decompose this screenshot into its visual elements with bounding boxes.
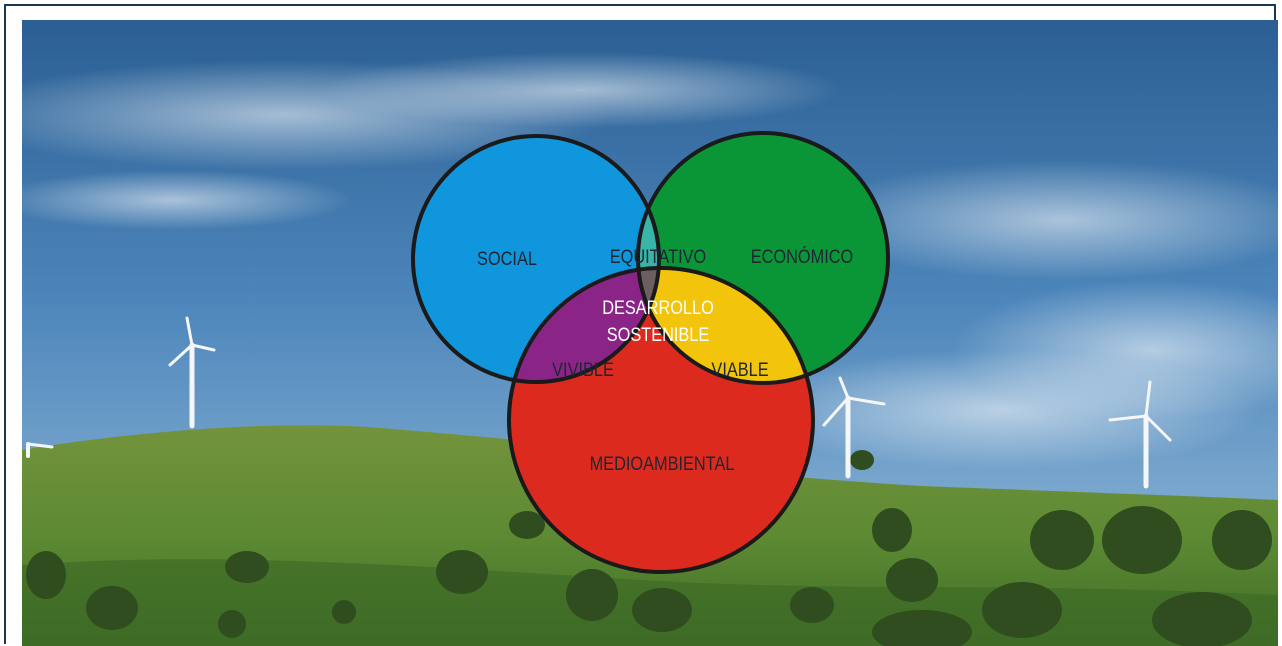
venn-outlines bbox=[411, 131, 890, 574]
wind-turbines bbox=[26, 316, 1172, 489]
label-economico: ECONÓMICO bbox=[751, 245, 853, 268]
clouds bbox=[22, 52, 1278, 470]
landscape-background: SOCIAL EQUITATIVO ECONÓMICO DESARROLLO S… bbox=[22, 20, 1278, 646]
label-equitativo: EQUITATIVO bbox=[610, 246, 706, 267]
wind-turbine bbox=[26, 442, 54, 458]
label-viable: VIABLE bbox=[711, 359, 768, 380]
wind-turbine bbox=[168, 316, 216, 429]
viable-region bbox=[638, 268, 813, 383]
wind-turbine bbox=[822, 376, 886, 479]
label-sostenible: SOSTENIBLE bbox=[607, 324, 710, 345]
wind-turbine bbox=[1108, 380, 1172, 489]
venn-diagram: SOCIAL EQUITATIVO ECONÓMICO DESARROLLO S… bbox=[411, 131, 890, 574]
label-social: SOCIAL bbox=[477, 248, 537, 269]
trees bbox=[26, 450, 1272, 646]
label-vivible: VIVIBLE bbox=[552, 359, 614, 380]
image-frame: SOCIAL EQUITATIVO ECONÓMICO DESARROLLO S… bbox=[4, 4, 1278, 646]
label-medioambiental: MEDIOAMBIENTAL bbox=[590, 453, 735, 474]
label-desarrollo: DESARROLLO bbox=[602, 297, 714, 318]
vivible-region bbox=[509, 268, 659, 382]
